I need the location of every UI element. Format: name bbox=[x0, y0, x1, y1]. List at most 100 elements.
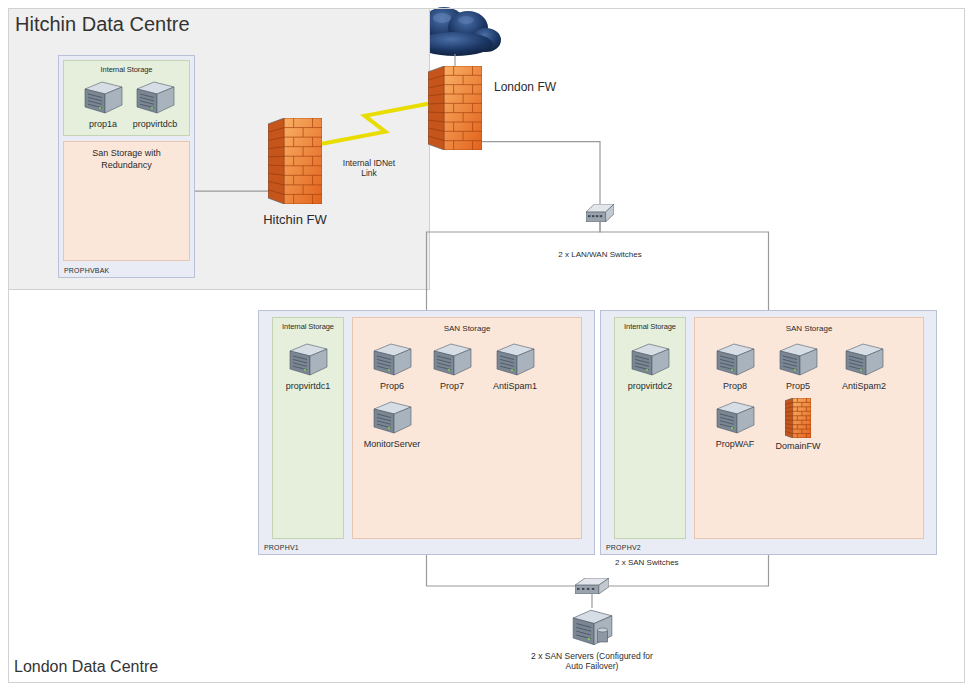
brick-joint bbox=[268, 128, 284, 133]
server-slot bbox=[140, 101, 154, 105]
switch-front bbox=[575, 585, 599, 594]
brick-joint bbox=[312, 156, 313, 166]
server-slot bbox=[140, 94, 154, 98]
server-front bbox=[632, 351, 652, 375]
brick-joint bbox=[806, 425, 807, 429]
brick-joint bbox=[268, 165, 284, 167]
san-server-icon bbox=[569, 608, 615, 648]
host-box: propvirtdc2Internal StorageProp8Prop5Ant… bbox=[600, 310, 937, 555]
server-label: AntiSpam2 bbox=[819, 381, 909, 391]
server-front bbox=[846, 351, 866, 375]
firewall-icon bbox=[428, 66, 482, 150]
host-label: PROPHV1 bbox=[259, 544, 594, 554]
switch-side bbox=[599, 578, 609, 594]
link-label-holder: Internal IDNet Link bbox=[337, 158, 401, 179]
server-slot bbox=[635, 359, 649, 363]
server-side bbox=[157, 87, 174, 113]
brick-joint bbox=[428, 94, 444, 96]
server-node: propvirtdc1 bbox=[263, 342, 353, 391]
brick-joint bbox=[268, 156, 284, 158]
server-slot bbox=[293, 359, 307, 363]
brick-joint bbox=[453, 85, 454, 94]
brick-joint bbox=[797, 434, 798, 438]
server-slot bbox=[437, 359, 451, 363]
firewall-node: DomainFW bbox=[763, 398, 833, 451]
brick-joint bbox=[793, 424, 811, 425]
network-link bbox=[427, 222, 601, 310]
server-led bbox=[151, 107, 153, 109]
server-node: Prop7 bbox=[407, 342, 497, 391]
brick-joint bbox=[801, 429, 802, 433]
server-side bbox=[394, 349, 411, 375]
brick-joint bbox=[463, 131, 464, 140]
brick-joint bbox=[793, 406, 811, 407]
switch-front bbox=[586, 212, 606, 222]
brick-joint bbox=[428, 85, 444, 88]
server-slot bbox=[783, 356, 797, 360]
region-title: London Data Centre bbox=[9, 658, 964, 682]
server-front bbox=[374, 351, 394, 375]
disk-top bbox=[598, 628, 608, 632]
server-node: AntiSpam1 bbox=[470, 342, 560, 391]
brick-joint bbox=[785, 402, 793, 404]
server-side bbox=[800, 349, 817, 375]
brick-joint bbox=[284, 194, 322, 195]
brick-joint bbox=[797, 398, 798, 402]
brick-joint bbox=[463, 94, 464, 103]
server-label: propvirtdc1 bbox=[263, 381, 353, 391]
brick-joint bbox=[284, 156, 322, 157]
brick-joint bbox=[312, 118, 313, 128]
brick-joint bbox=[806, 416, 807, 420]
server-led bbox=[388, 369, 390, 371]
brick-joint bbox=[453, 66, 454, 75]
server-icon bbox=[493, 342, 537, 378]
server-slot bbox=[293, 363, 307, 367]
brick-joint bbox=[428, 136, 444, 141]
server-slot bbox=[377, 356, 391, 360]
server-slot bbox=[720, 359, 734, 363]
server-slot bbox=[88, 94, 102, 98]
firewall-front bbox=[444, 66, 482, 150]
firewall-label: London FW bbox=[494, 80, 548, 94]
server-slot bbox=[437, 356, 451, 360]
brick-joint bbox=[428, 128, 444, 131]
switch-port bbox=[588, 215, 591, 217]
brick-joint bbox=[801, 402, 802, 406]
server-side bbox=[454, 349, 471, 375]
brick-joint bbox=[444, 122, 482, 123]
storage-box: prop1apropvirtdcbInternal Storage bbox=[63, 60, 190, 136]
switch-icon bbox=[575, 578, 609, 594]
storage-label: San Storage with Redundancy bbox=[87, 142, 167, 171]
switch-icon bbox=[586, 204, 614, 222]
brick-joint bbox=[293, 118, 294, 128]
brick-joint bbox=[303, 128, 304, 138]
server-icon bbox=[842, 342, 886, 378]
brick-joint bbox=[472, 122, 473, 131]
server-label: propvirtdcb bbox=[110, 119, 200, 129]
firewall-node: Hitchin FW bbox=[268, 118, 322, 204]
firewall-side bbox=[785, 398, 793, 438]
brick-joint bbox=[797, 425, 798, 429]
host-box: propvirtdc1Internal StorageProp6Prop7Ant… bbox=[258, 310, 595, 555]
server-node: propvirtdcb bbox=[110, 80, 200, 129]
switch-port bbox=[592, 215, 595, 217]
brick-joint bbox=[472, 85, 473, 94]
brick-joint bbox=[806, 398, 807, 402]
san-server-node: 2 x SAN Servers (Configured for Auto Fai… bbox=[522, 608, 662, 671]
server-label: Prop7 bbox=[407, 381, 497, 391]
brick-joint bbox=[785, 419, 793, 420]
server-side bbox=[394, 407, 411, 433]
brick-joint bbox=[453, 122, 454, 131]
brick-joint bbox=[303, 166, 304, 176]
brick-joint bbox=[785, 407, 793, 409]
server-front bbox=[573, 618, 594, 645]
server-side bbox=[737, 407, 754, 433]
switch-label: 2 x SAN Switches bbox=[615, 558, 649, 567]
switch-port bbox=[600, 215, 603, 217]
brick-joint bbox=[312, 137, 313, 147]
storage-label: Internal Storage bbox=[64, 61, 189, 74]
server-slot bbox=[635, 356, 649, 360]
server-slot bbox=[576, 624, 591, 628]
server-label: 2 x SAN Servers (Configured for Auto Fai… bbox=[528, 651, 656, 671]
